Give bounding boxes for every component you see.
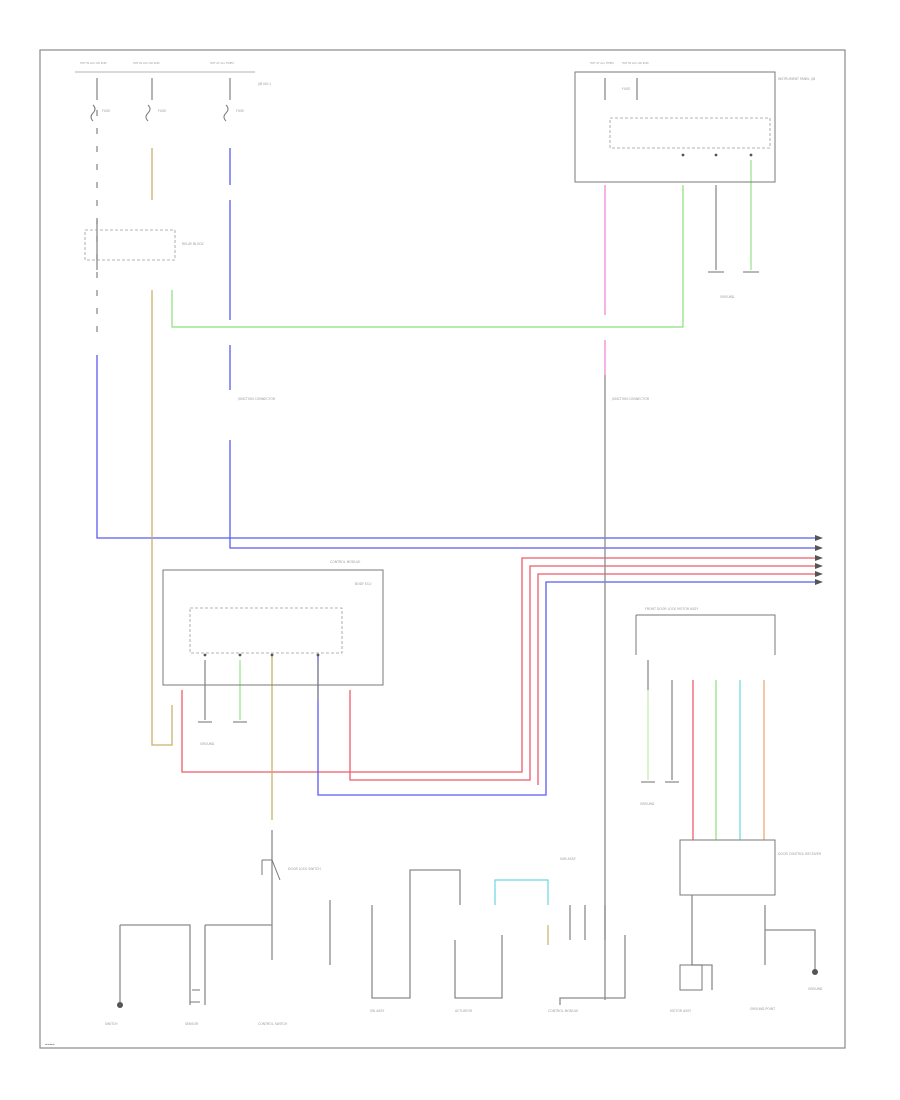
ground-dot-2: [812, 969, 818, 975]
relay-box-2-label: RELAY BLOCK: [182, 242, 205, 246]
jb-mid-2-label: BODY ECU: [355, 582, 372, 586]
svg-text:GROUND: GROUND: [808, 987, 823, 991]
jb-right: FUSE INSTRUMENT PANEL J/B: [574, 71, 815, 183]
lower-switch-icon: [190, 989, 200, 1003]
fuse-2-label: FUSE: [158, 109, 166, 113]
right-terminals: [815, 535, 823, 585]
sub-box-label: SUB ASSY: [560, 857, 576, 861]
ground-right: GROUND: [640, 781, 679, 806]
lock-switch-label: DOOR LOCK SWITCH: [288, 867, 321, 871]
fuse-3-label: FUSE: [236, 109, 244, 113]
fuse-2: [145, 104, 151, 122]
lower-label-4: SW ASSY: [370, 1009, 384, 1013]
wire-blue-bottom: [317, 581, 820, 796]
wires: [96, 148, 820, 945]
gray-wires: [96, 78, 816, 1005]
jb-right-label: INSTRUMENT PANEL J/B: [778, 77, 815, 81]
lower-components: SWITCH SENSOR CONTROL SWITCH SW ASSY CON…: [105, 857, 775, 1026]
top-label-5: HOT IN ACC OR RUN: [622, 61, 648, 65]
top-label-1: HOT IN ACC OR RUN: [80, 61, 106, 65]
wire-red-1: [181, 557, 820, 773]
fuse-3: [223, 104, 229, 122]
ground-mid: GROUND: [198, 721, 247, 746]
lower-label-6: ACTUATOR: [455, 1009, 473, 1013]
mid-conn-label: JUNCTION CONNECTOR: [237, 397, 276, 401]
grounds: GROUND GROUND GROUND GROUND: [117, 271, 823, 1008]
svg-text:GROUND: GROUND: [640, 802, 655, 806]
wire-blue-left: [96, 355, 820, 539]
wire-red-2: [349, 565, 820, 781]
lock-switch-icon: [261, 859, 281, 881]
lower-label-5: CONTROL MODULE: [548, 1009, 578, 1013]
ground-top-right: GROUND: [708, 271, 759, 299]
top-label-2: HOT IN ACC OR RUN: [133, 61, 159, 65]
wire-tan-left: [151, 148, 173, 746]
jb-mid-label: CONTROL MODULE: [330, 560, 360, 564]
right-module-label: DOOR CONTROL RECEIVER: [778, 852, 822, 856]
lower-label-3: CONTROL SWITCH: [258, 1022, 288, 1026]
conn-right: FRONT DOOR LOCK MOTOR ASSY DOOR CONTROL …: [635, 607, 822, 1013]
top-label-4: HOT AT ALL TIMES: [590, 61, 614, 65]
mid-conn-2-label: JUNCTION CONNECTOR: [611, 397, 650, 401]
top-label-3: HOT AT ALL TIMES: [210, 61, 234, 65]
jb-mid: CONTROL MODULE BODY ECU: [162, 560, 384, 686]
wire-red-3: [537, 573, 820, 785]
conn-right-label: FRONT DOOR LOCK MOTOR ASSY: [645, 607, 698, 611]
wire-green-top: [171, 185, 684, 328]
fuse-1: [90, 104, 96, 122]
relay-box: [84, 229, 176, 261]
ground-dot-1: [117, 1002, 123, 1008]
lower-label-1: SWITCH: [105, 1022, 118, 1026]
svg-text:GROUND: GROUND: [720, 295, 735, 299]
corner-mark: ▬▬▬▬: [45, 1043, 55, 1046]
lower-label-2: SENSOR: [185, 1022, 199, 1026]
fuse-4-label: FUSE: [622, 87, 630, 91]
wire-cyan-lower: [494, 879, 549, 905]
wire-blue-mid: [229, 148, 820, 549]
diagram-frame: [39, 49, 846, 1049]
svg-text:GROUND: GROUND: [200, 742, 215, 746]
relay-box-label: J/B NO.1: [257, 82, 271, 86]
lower-7-label: MOTOR ASSY: [670, 1009, 691, 1013]
top-section: HOT IN ACC OR RUN HOT IN ACC OR RUN HOT …: [75, 61, 655, 401]
lower-label-8: GROUND POINT: [750, 1007, 775, 1011]
fuse-1-label: FUSE: [102, 109, 110, 113]
